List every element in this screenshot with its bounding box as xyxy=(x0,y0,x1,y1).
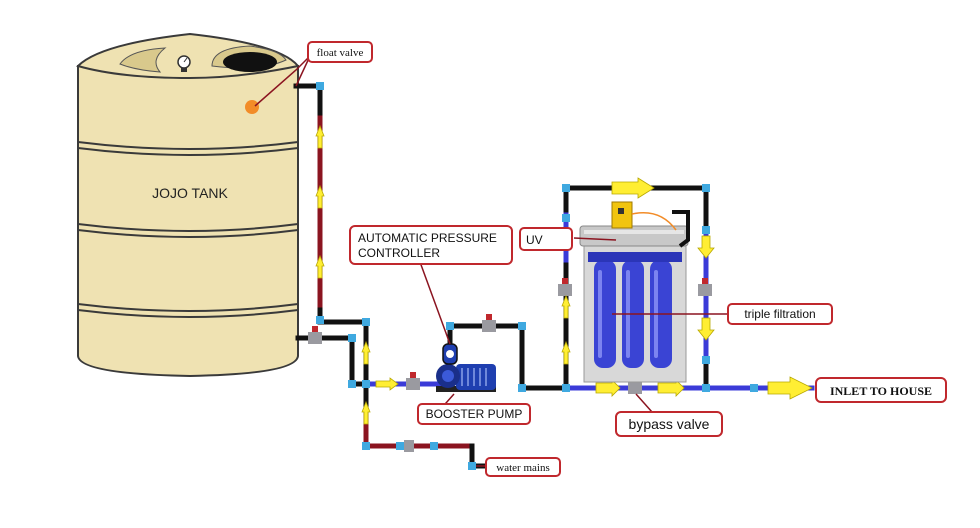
flow-arrows xyxy=(315,124,813,425)
gauge-icon xyxy=(177,55,191,72)
tank-ribs xyxy=(77,141,299,318)
float-ball-icon xyxy=(245,100,259,114)
flow-arrow-icon xyxy=(561,340,571,365)
tank-label: JOJO TANK xyxy=(152,185,228,201)
inlet-label: INLET TO HOUSE xyxy=(830,384,932,398)
filter-cartridge-icon xyxy=(594,260,616,368)
bypass-valve-label: bypass valve xyxy=(629,416,710,432)
flow-arrow-icon xyxy=(361,340,371,365)
bypass-valve-callout: bypass valve xyxy=(615,411,723,437)
flow-arrow-icon xyxy=(315,184,325,209)
tank-body xyxy=(77,65,299,378)
valve-icon xyxy=(482,314,496,332)
flow-arrow-icon xyxy=(697,317,715,341)
flow-arrow-icon xyxy=(361,400,371,425)
flow-arrow-icon xyxy=(375,377,399,391)
tank-lid-recess-left xyxy=(119,47,167,73)
uv-callout: UV xyxy=(519,227,573,251)
jojo-tank: JOJO TANK xyxy=(76,32,300,378)
valve-icon xyxy=(698,278,712,296)
water-mains-callout: water mains xyxy=(485,457,561,477)
booster-pump-label: BOOSTER PUMP xyxy=(426,407,523,421)
valve-icon xyxy=(308,326,322,344)
valve-icon xyxy=(406,372,420,390)
pressure-controller-label-line1: AUTOMATIC PRESSURE xyxy=(358,231,497,245)
pump-icon xyxy=(436,364,496,392)
pressure-controller-callout: AUTOMATIC PRESSURE CONTROLLER xyxy=(349,225,513,265)
valve-icon xyxy=(558,278,572,296)
float-valve-label: float valve xyxy=(317,47,364,59)
tank-hatch xyxy=(223,52,277,72)
flow-arrow-icon xyxy=(611,177,655,199)
booster-pump-callout: BOOSTER PUMP xyxy=(417,403,531,425)
flow-arrow-icon xyxy=(767,376,813,400)
flow-arrow-icon xyxy=(561,294,571,319)
float-valve-callout: float valve xyxy=(307,41,373,63)
filter-unit xyxy=(583,233,687,383)
callout-lines xyxy=(254,55,728,467)
inlet-callout: INLET TO HOUSE xyxy=(815,377,947,403)
mains-valve-icon xyxy=(404,440,414,452)
flow-arrow-icon xyxy=(315,124,325,149)
pressure-controller-label-line2: CONTROLLER xyxy=(358,246,440,260)
flow-arrow-icon xyxy=(315,254,325,279)
pressure-controller-icon xyxy=(442,343,458,365)
flow-arrow-icon xyxy=(697,235,715,259)
pipe-joints xyxy=(316,82,758,470)
triple-filtration-label: triple filtration xyxy=(744,307,815,321)
water-mains-label: water mains xyxy=(496,462,549,474)
triple-filtration-callout: triple filtration xyxy=(727,303,833,325)
uv-lamp-icon xyxy=(579,201,690,248)
uv-label: UV xyxy=(526,233,543,247)
pipework xyxy=(293,83,815,469)
